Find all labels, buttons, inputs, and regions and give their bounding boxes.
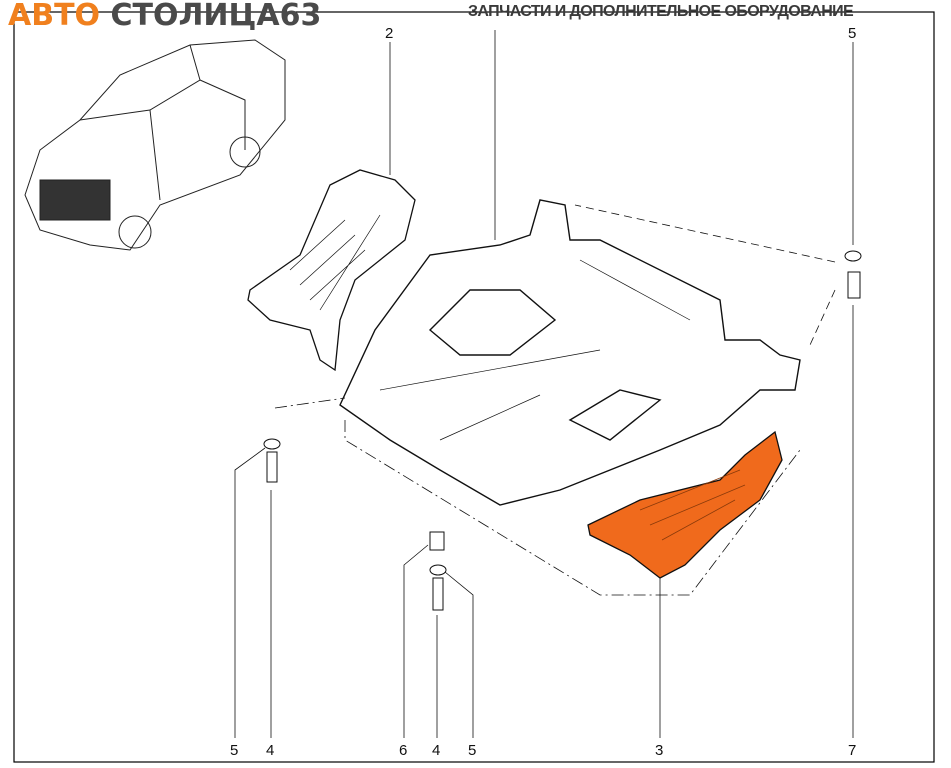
part-1-engine-undertray [339,199,801,506]
callout-2: 2 [385,25,394,42]
frame [13,11,935,763]
callout-4: 4 [432,742,441,759]
callout-5: 5 [468,742,477,759]
tagline: ЗАПЧАСТИ И ДОПОЛНИТЕЛЬНОЕ ОБОРУДОВАНИЕ [468,3,854,20]
leader-lines [234,30,854,738]
fasteners [263,250,862,611]
callout-5-top: 5 [848,25,857,42]
callout-5: 5 [230,742,239,759]
callout-7: 7 [848,742,857,759]
car-illustration [24,39,286,251]
logo-part2: СТОЛИЦА63 [110,0,322,33]
part-3-side-shield[interactable] [587,430,783,579]
site-logo: АВТО СТОЛИЦА63 [8,0,321,32]
logo-part1: АВТО [8,0,101,33]
part-2-wheel-arch-liner [247,169,416,372]
callout-3: 3 [655,742,664,759]
callout-6: 6 [399,742,408,759]
callout-4: 4 [266,742,275,759]
